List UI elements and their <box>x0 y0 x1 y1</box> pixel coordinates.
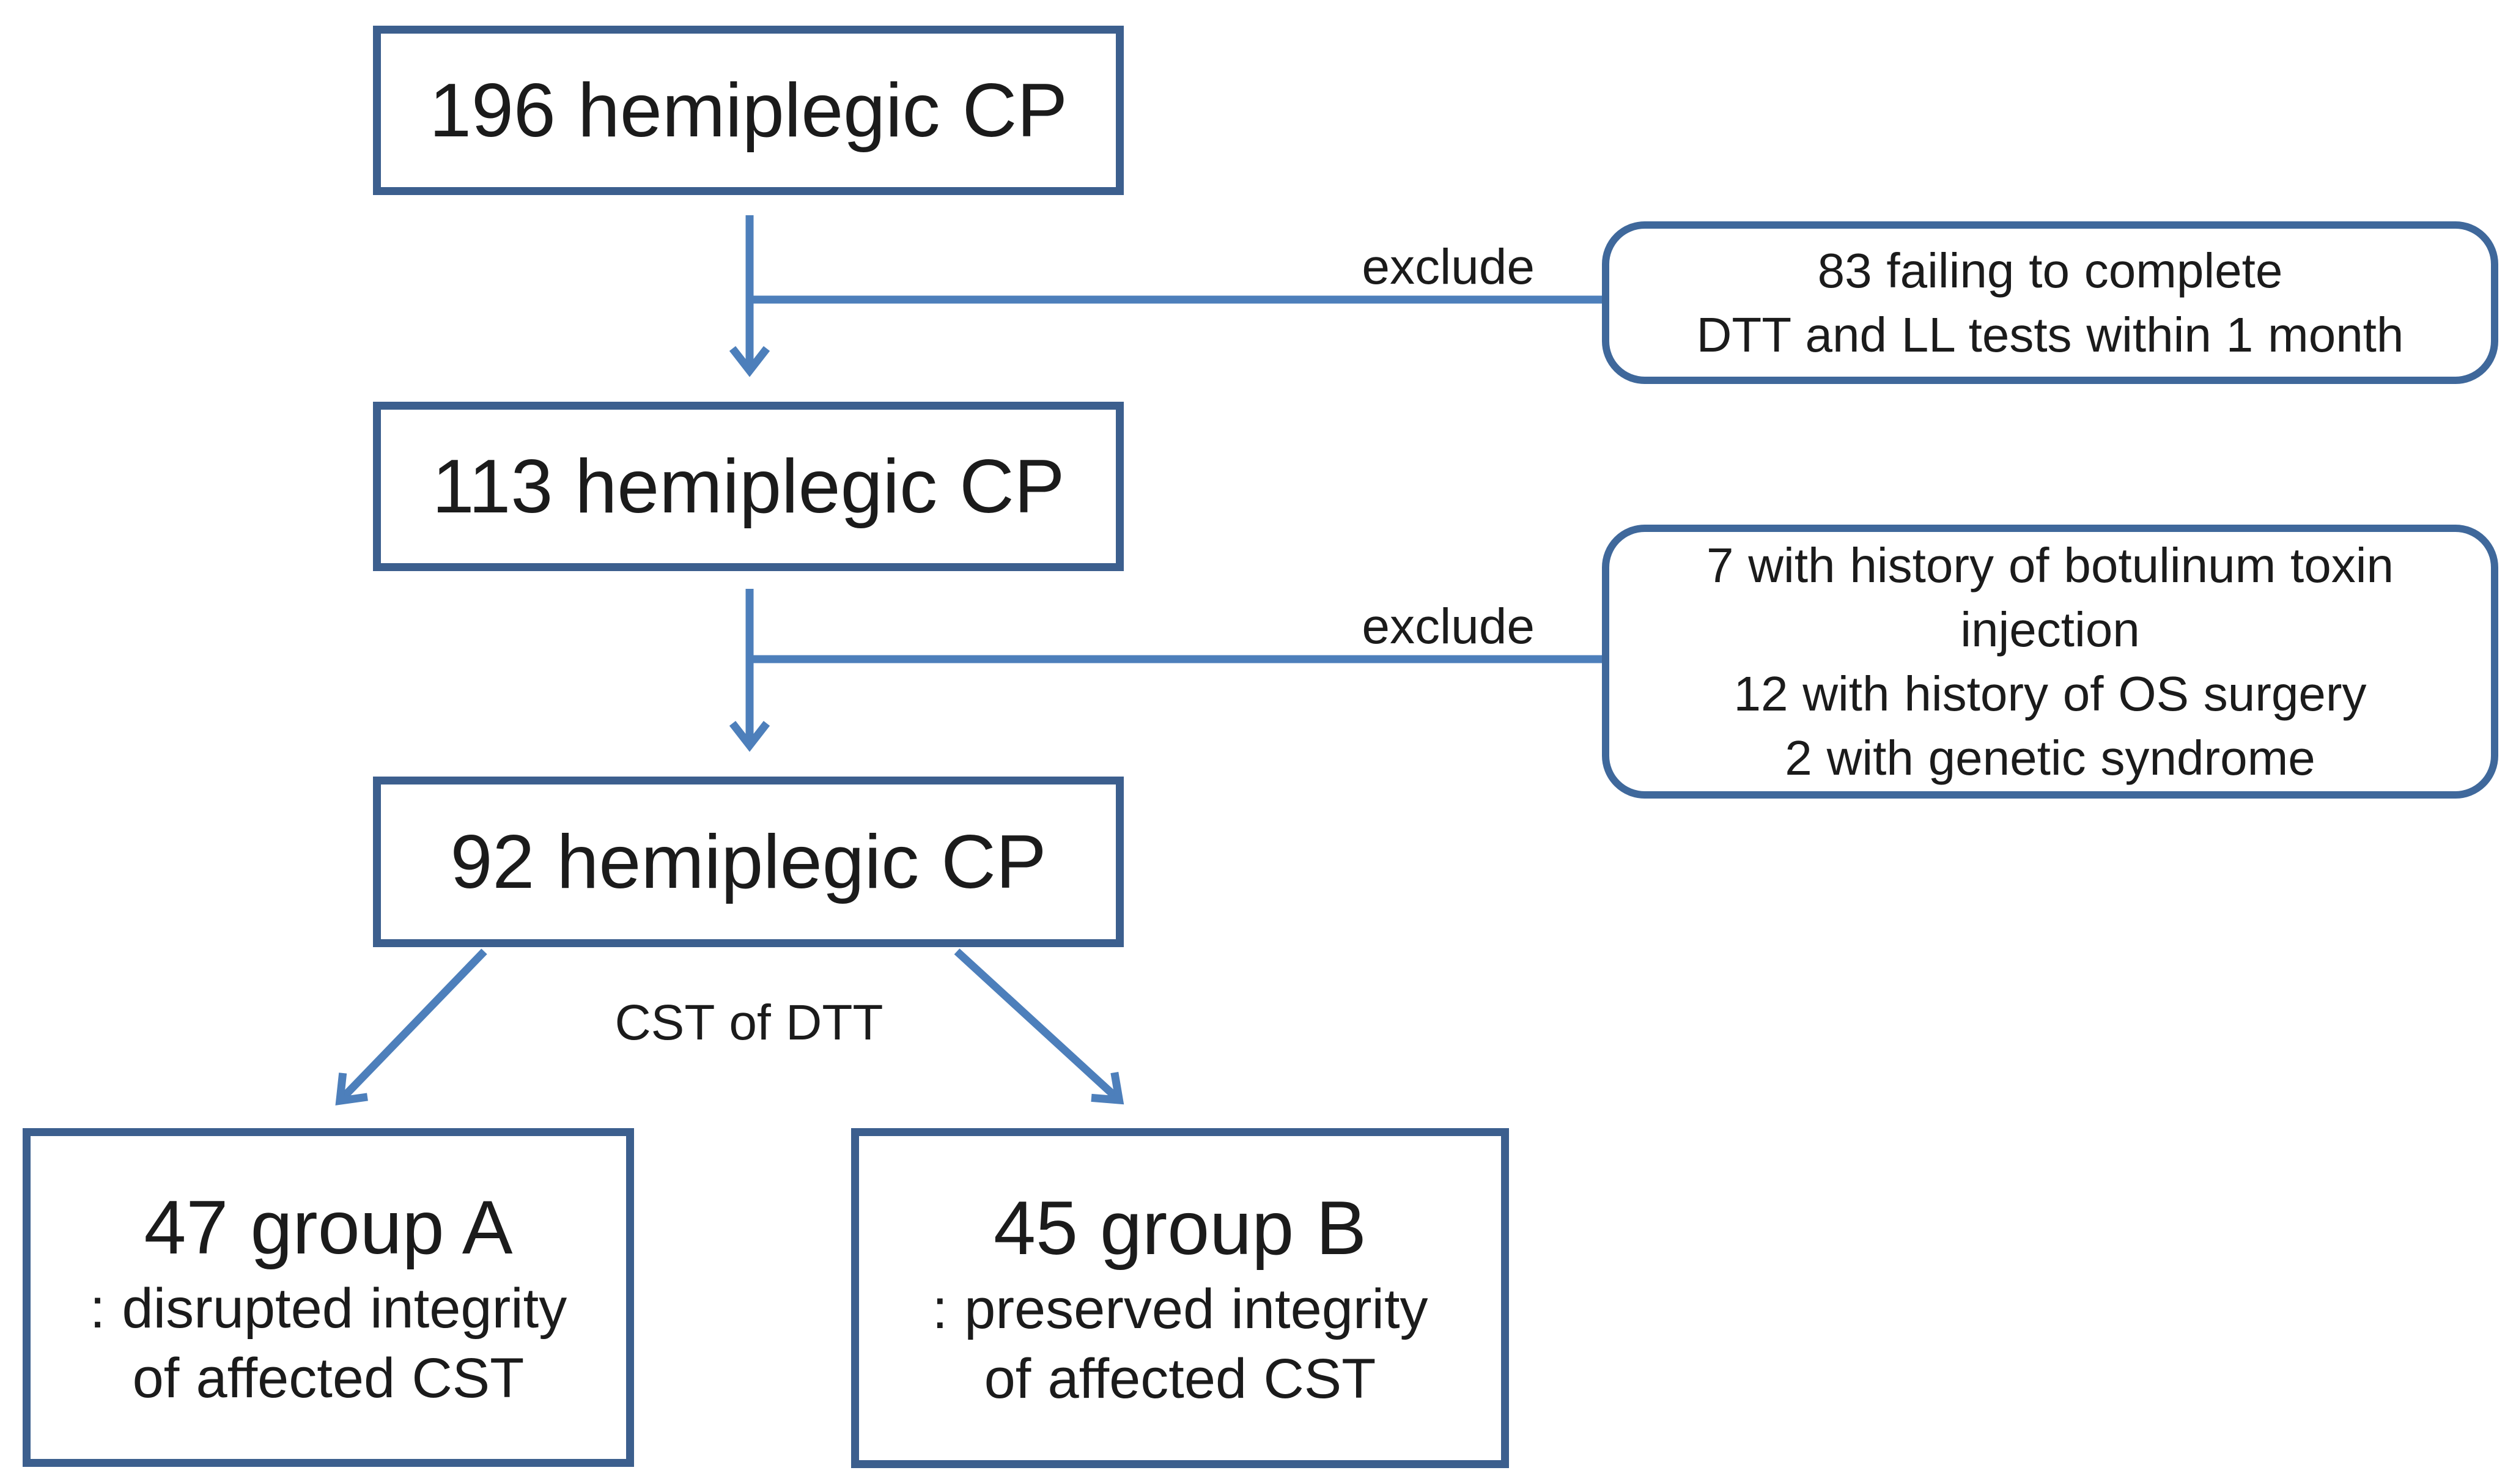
group-a-box: 47 group A : disrupted integrity of affe… <box>23 1128 634 1467</box>
group-b-title: 45 group B <box>994 1186 1367 1271</box>
flow-box-92-label: 92 hemiplegic CP <box>450 819 1047 904</box>
flow-box-113-label: 113 hemiplegic CP <box>432 444 1065 529</box>
split-criterion-label: CST of DTT <box>614 995 884 1050</box>
group-a-title: 47 group A <box>144 1186 513 1270</box>
arrow-92-to-groupB <box>954 948 1124 1105</box>
exclusion-box-2-line: 12 with history of OS surgery <box>1733 666 2367 721</box>
group-b-box: 45 group B : preserved integrity of affe… <box>851 1128 1509 1468</box>
flow-box-113: 113 hemiplegic CP <box>373 402 1124 571</box>
exclusion-box-2-line: 2 with genetic syndrome <box>1785 731 2315 785</box>
arrow-92-to-groupA <box>335 948 487 1106</box>
exclusion-box-2-line: 7 with history of botulinum toxin <box>1706 538 2394 592</box>
group-a-line: of affected CST <box>132 1347 525 1409</box>
exclusion-box-2-line: injection <box>1960 602 2140 657</box>
exclude-label-1: exclude <box>1362 239 1535 295</box>
flow-box-92: 92 hemiplegic CP <box>373 777 1124 947</box>
exclusion-box-2: 7 with history of botulinum toxin inject… <box>1602 525 2498 799</box>
exclude-label-2: exclude <box>1362 599 1535 654</box>
group-b-line: : preserved integrity <box>932 1278 1428 1340</box>
exclusion-box-1: 83 failing to complete DTT and LL tests … <box>1602 221 2498 384</box>
group-b-line: of affected CST <box>984 1348 1376 1410</box>
exclusion-box-1-line: 83 failing to complete <box>1817 243 2283 298</box>
flow-box-196: 196 hemiplegic CP <box>373 26 1124 195</box>
exclusion-box-1-line: DTT and LL tests within 1 month <box>1696 308 2404 362</box>
flow-box-196-label: 196 hemiplegic CP <box>429 68 1068 153</box>
group-a-line: : disrupted integrity <box>89 1277 567 1340</box>
